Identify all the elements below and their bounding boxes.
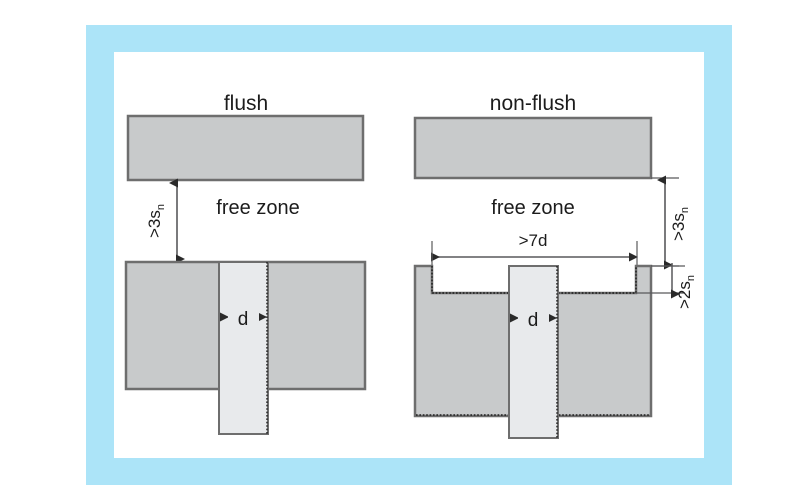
non-flush-clearance-subscript: n	[679, 207, 691, 213]
flush-free-zone-label: free zone	[216, 197, 299, 219]
panel-flush: flush free zone >3sn d	[124, 92, 367, 435]
non-flush-clearance-label: >3sn	[669, 207, 691, 241]
non-flush-sensor-body	[508, 265, 559, 439]
svg-text:>3sn: >3sn	[145, 204, 167, 238]
flush-upper-bar	[126, 114, 365, 182]
panel-non-flush: non-flush free zone >7d d	[413, 92, 697, 439]
non-flush-diameter-label: d	[528, 310, 539, 331]
panel-non-flush-title: non-flush	[490, 92, 576, 115]
non-flush-depth-prefix: >2s	[675, 281, 694, 309]
panel-flush-title: flush	[224, 92, 268, 115]
non-flush-depth-label: >2sn	[675, 275, 697, 309]
non-flush-free-zone-label: free zone	[491, 197, 574, 219]
svg-text:>3sn: >3sn	[669, 207, 691, 241]
flush-sensor-body	[218, 261, 269, 435]
non-flush-clearance-prefix: >3s	[669, 213, 688, 241]
svg-text:>2sn: >2sn	[675, 275, 697, 309]
flush-diameter-label: d	[238, 309, 249, 330]
non-flush-recess-width-label: >7d	[519, 231, 548, 250]
flush-clearance-prefix: >3s	[145, 210, 164, 238]
flush-clearance-label: >3sn	[145, 204, 167, 238]
flush-clearance-subscript: n	[155, 204, 167, 210]
non-flush-depth-subscript: n	[685, 275, 697, 281]
non-flush-upper-bar	[413, 116, 653, 180]
